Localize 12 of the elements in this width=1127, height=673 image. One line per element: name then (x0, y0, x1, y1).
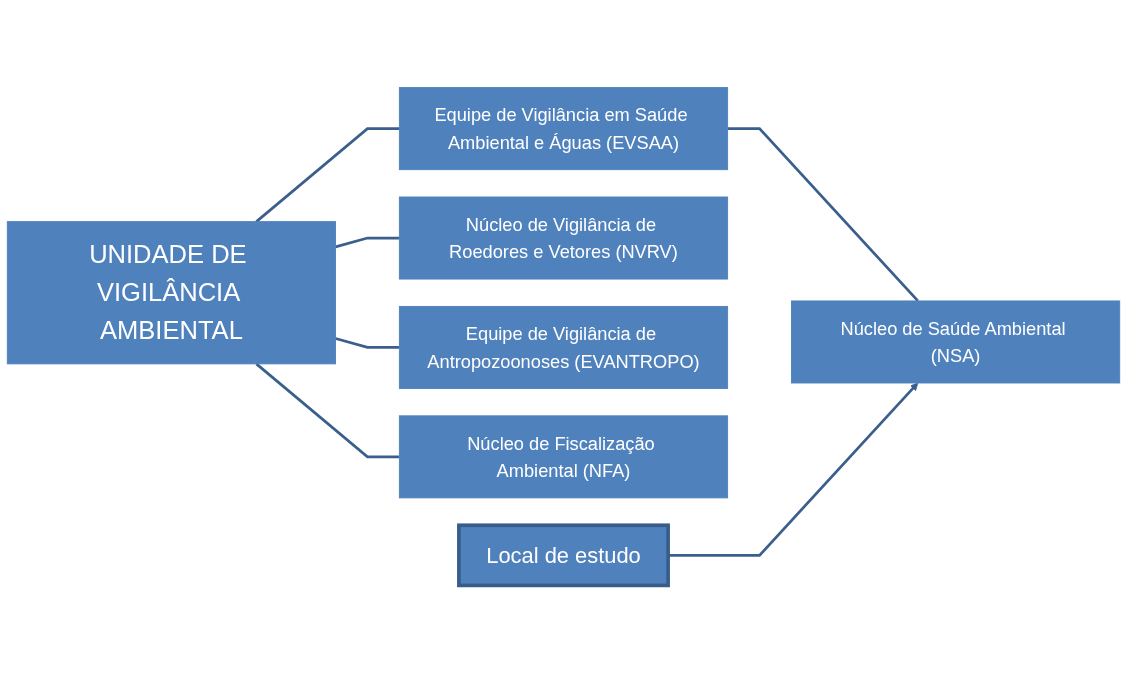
node-box: Núcleo de Vigilância de Roedores e Vetores (NVRV) (398, 196, 729, 280)
connector (335, 236, 400, 249)
node-box: Núcleo de Fiscalização Ambiental (NFA) (398, 415, 729, 499)
connector (255, 127, 400, 223)
connector (335, 337, 400, 349)
node-box: Equipe de Vigilância de Antropozoonoses (EVANTROPO) (398, 305, 729, 389)
connector (255, 362, 400, 459)
node-box: UNIDADE DE VIGILÂNCIA AMBIENTAL (6, 221, 336, 365)
node-box: Local de estudo (457, 523, 670, 588)
node-box: Equipe de Vigilância em Saúde Ambiental e Águas (EVSAA) (398, 87, 729, 171)
node-box: Núcleo de Saúde Ambiental (NSA) (791, 300, 1121, 384)
connector (727, 127, 919, 302)
